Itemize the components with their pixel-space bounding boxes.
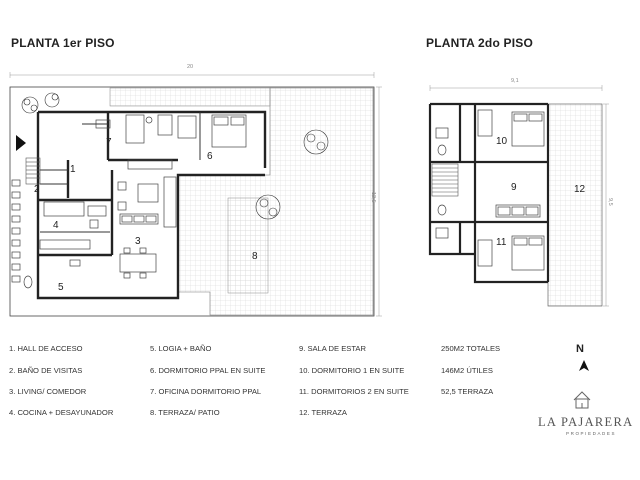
area-terrace: 52,5 TERRAZA	[441, 387, 494, 396]
room-number: 3	[135, 236, 141, 247]
area-useful: 146M2 ÚTILES	[441, 366, 493, 375]
legend-item: 4. COCINA + DESAYUNADOR	[9, 408, 114, 417]
first-floor-title: PLANTA 1er PISO	[11, 36, 115, 50]
legend-item: 5. LOGIA + BAÑO	[150, 344, 212, 353]
room-number: 5	[58, 282, 64, 293]
room-number: 1	[70, 164, 76, 175]
north-label: N	[576, 343, 584, 355]
first-floor-plan	[9, 72, 382, 317]
legend-item: 8. TERRAZA/ PATIO	[150, 408, 220, 417]
north-arrow-icon	[579, 360, 589, 371]
room-number: 7	[106, 137, 112, 148]
legend-item: 9. SALA DE ESTAR	[299, 344, 366, 353]
entry-arrow-icon	[16, 135, 26, 151]
brand-subtitle: PROPIEDADES	[566, 431, 617, 436]
second-floor-title: PLANTA 2do PISO	[426, 36, 534, 50]
brand-name: LA PAJARERA	[538, 415, 634, 429]
dimension-label: 20	[187, 64, 194, 70]
dimension-label: 9,5	[607, 198, 613, 206]
legend-item: 1. HALL DE ACCESO	[9, 344, 83, 353]
area-total: 250M2 TOTALES	[441, 344, 501, 353]
room-number: 6	[207, 151, 213, 162]
room-number: 8	[252, 251, 258, 262]
room-number: 12	[574, 184, 586, 195]
legend-item: 2. BAÑO DE VISITAS	[9, 366, 83, 375]
house-logo-icon	[573, 391, 591, 409]
legend-item: 10. DORMITORIO 1 EN SUITE	[299, 366, 405, 375]
legend-item: 7. OFICINA DORMITORIO PPAL	[150, 387, 262, 396]
dimension-label: 9,1	[511, 78, 519, 84]
legend-item: 11. DORMITORIOS 2 EN SUITE	[299, 387, 409, 396]
room-number: 11	[496, 237, 507, 248]
dimension-label: 12,5	[370, 192, 376, 203]
legend-item: 3. LIVING/ COMEDOR	[9, 387, 87, 396]
legend-item: 12. TERRAZA	[299, 408, 347, 417]
legend-item: 6. DORMITORIO PPAL EN SUITE	[150, 366, 266, 375]
room-number: 10	[496, 136, 508, 147]
room-number: 4	[53, 220, 59, 231]
room-number: 9	[511, 182, 517, 193]
second-floor-plan	[428, 85, 609, 307]
room-number: 2	[34, 184, 40, 195]
